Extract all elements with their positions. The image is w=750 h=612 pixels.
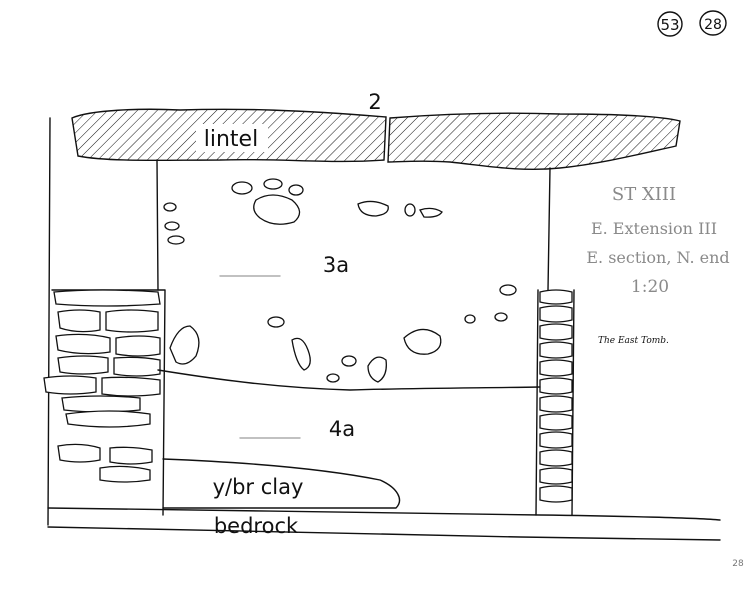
doorway-edge-right [547, 167, 551, 291]
clay-label: y/br clay [213, 475, 304, 499]
lintel-label: lintel [204, 127, 258, 152]
corner-mark: 28 [732, 559, 744, 569]
fill-3a-stones [163, 178, 517, 383]
svg-text:28: 28 [704, 17, 722, 33]
caption-scale: 1:20 [631, 277, 669, 297]
sheet-number-53: 53 [657, 11, 683, 37]
tomb-note: The East Tomb. [598, 336, 669, 346]
layer-4a-label: 4a [329, 417, 355, 441]
left-stone-wall [43, 289, 166, 516]
bedrock-bottom [47, 526, 721, 541]
lintel-label-mask [196, 124, 268, 152]
trench-wall-left [47, 117, 51, 526]
bedrock-top [47, 507, 721, 521]
boundary-3a-4a [157, 369, 541, 391]
pencil-notes [219, 275, 301, 439]
bedrock-label: bedrock [214, 514, 299, 538]
caption-extension: E. Extension III [591, 219, 717, 238]
caption-section: E. section, N. end [586, 248, 729, 267]
svg-text:53: 53 [660, 16, 679, 34]
clay-lens [162, 458, 401, 509]
right-stone-wall [535, 289, 575, 516]
layer-3a-label: 3a [323, 253, 349, 277]
doorway-edge-left [156, 159, 159, 291]
lintel-number: 2 [368, 90, 381, 114]
caption-site: ST XIII [612, 184, 676, 205]
caption-block: ST XIII E. Extension III E. section, N. … [586, 184, 729, 297]
sheet-number-28: 28 [699, 10, 727, 36]
lintel-stone-right [387, 112, 681, 170]
